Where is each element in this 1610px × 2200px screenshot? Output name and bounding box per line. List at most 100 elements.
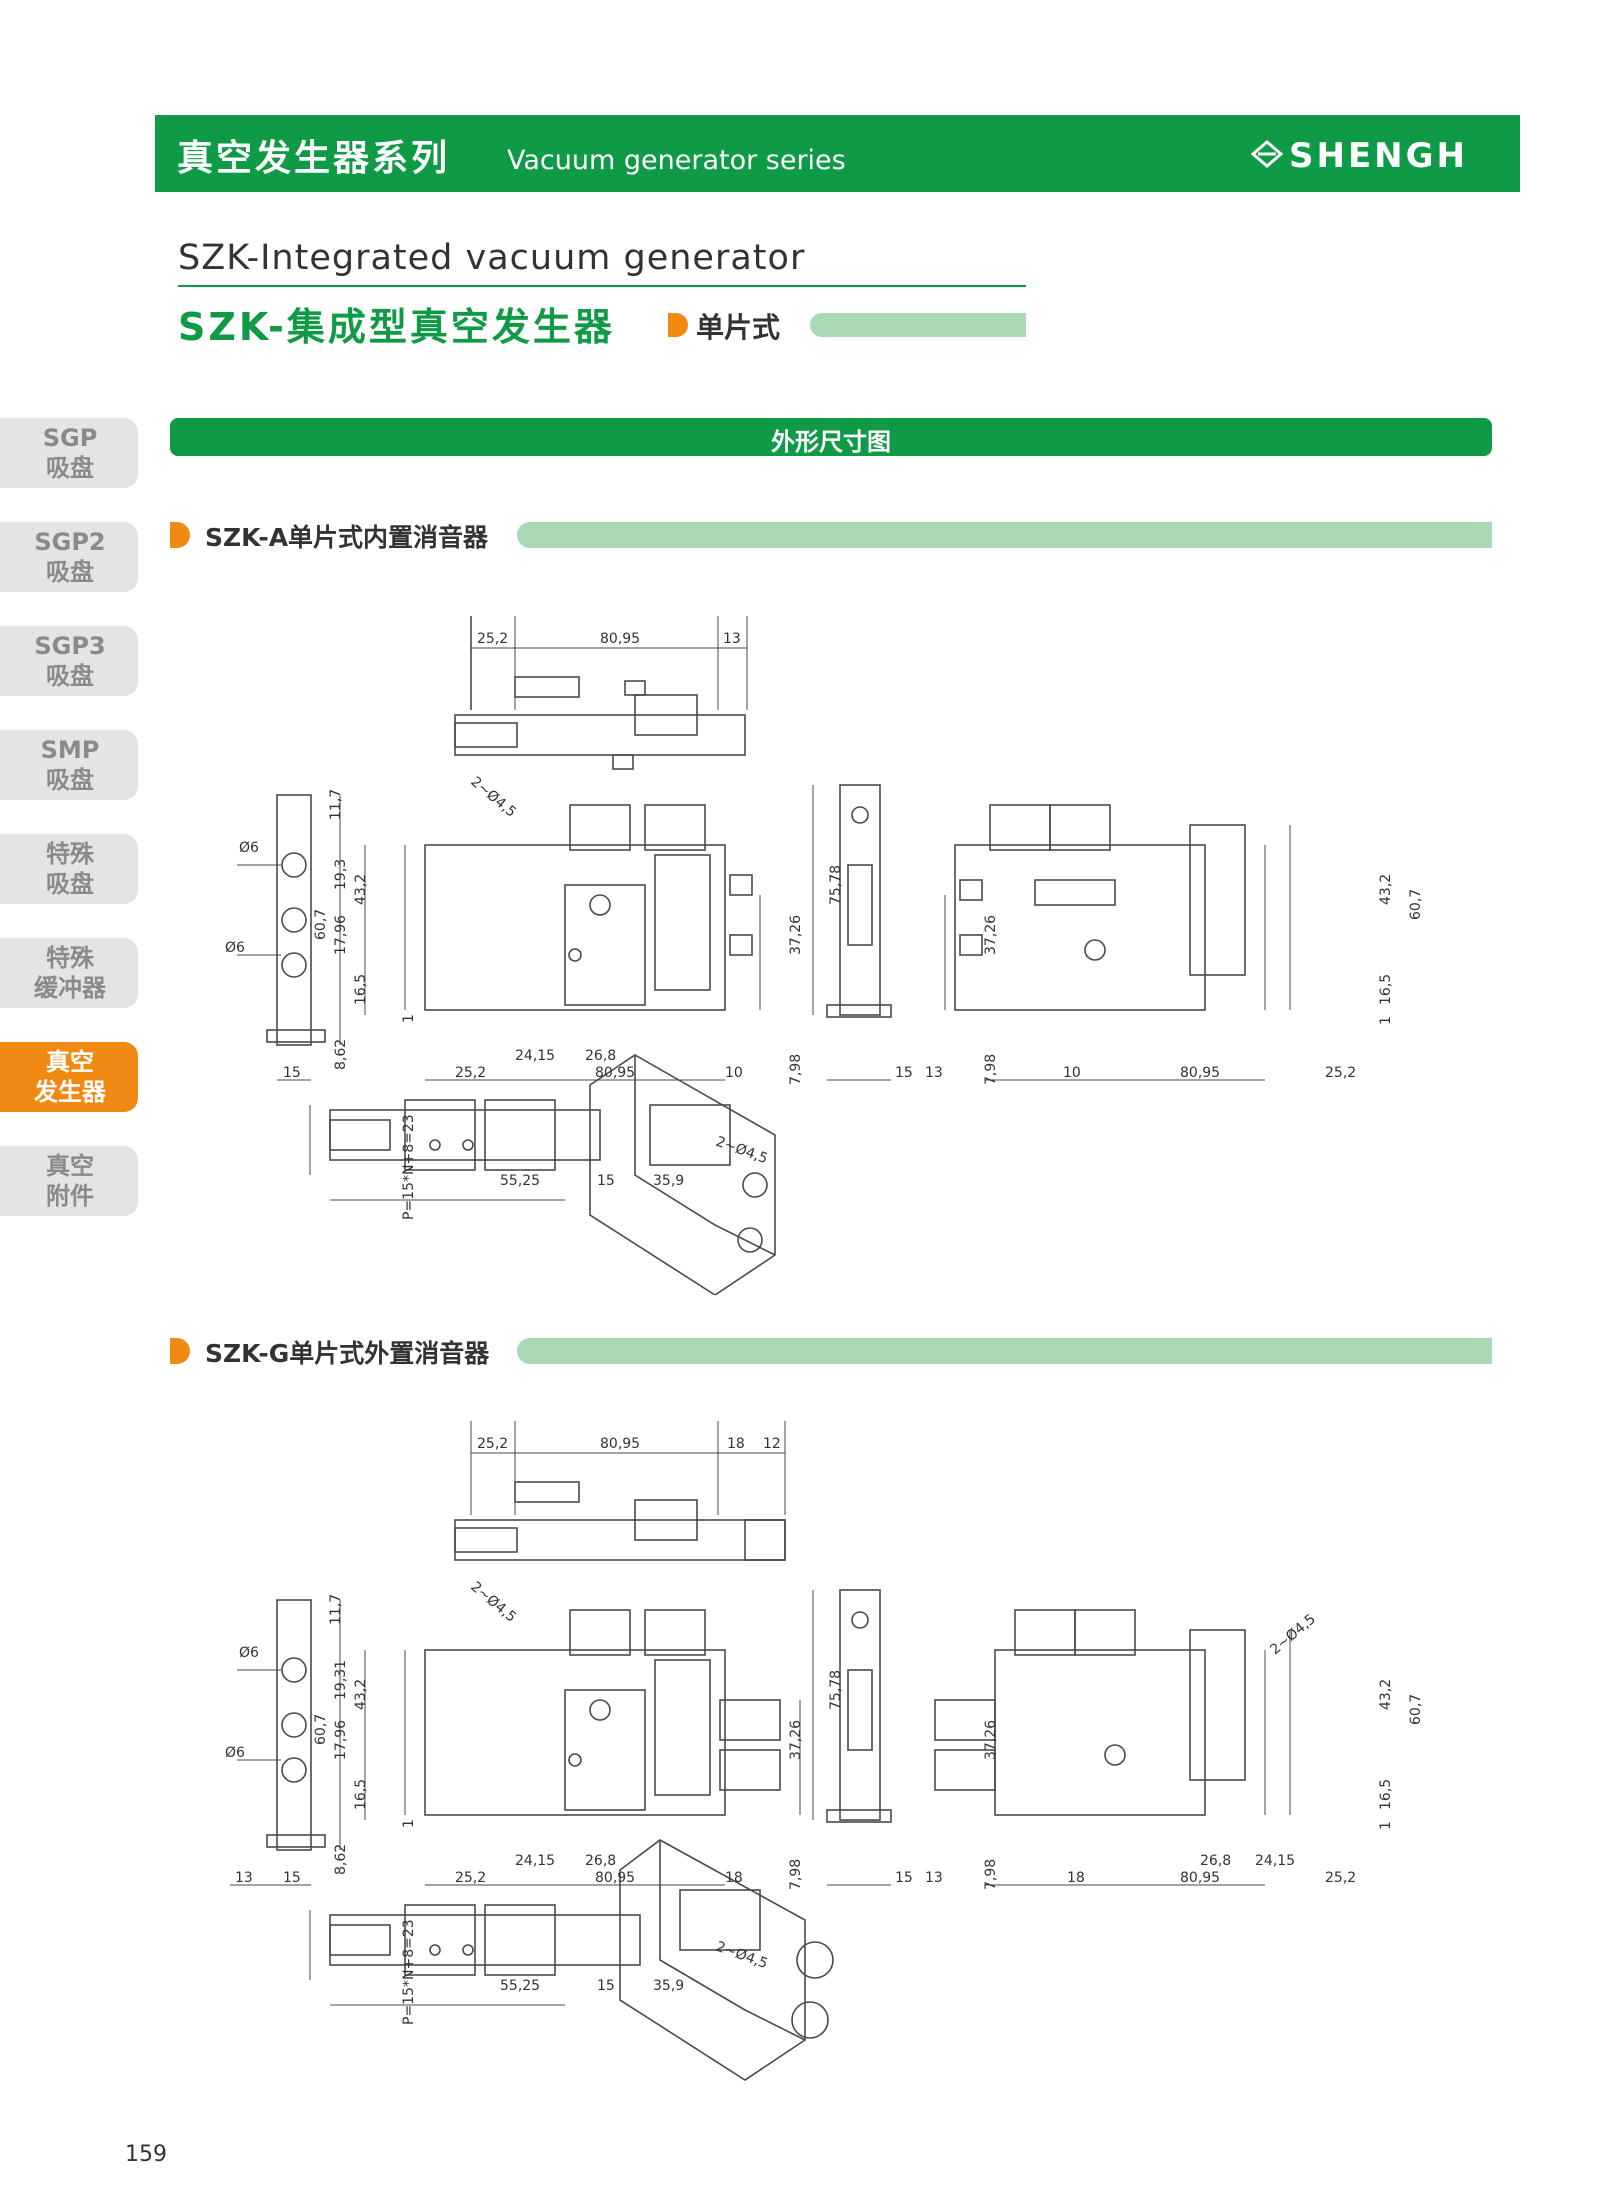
shengh-logo: SHENGH	[1250, 136, 1468, 173]
dim-label: 25,2	[1325, 1870, 1356, 1886]
subsection-g-bar	[517, 1338, 1492, 1364]
dim-label: Ø6	[225, 1745, 245, 1761]
dim-label: 80,95	[595, 1065, 635, 1081]
dim-label: 17,96	[333, 1720, 349, 1760]
dim-label: 15	[895, 1065, 913, 1081]
side-nav-line1: 特殊	[46, 944, 94, 972]
subsection-a-marker	[170, 522, 190, 548]
side-nav-line2: 缓冲器	[34, 974, 106, 1002]
dim-label: 60,7	[313, 1714, 329, 1745]
product-title-cn: SZK-集成型真空发生器	[178, 305, 615, 349]
dim-label: 75,78	[828, 1670, 844, 1710]
dim-label: 43,2	[353, 1679, 369, 1710]
section-band: 外形尺寸图	[170, 418, 1492, 456]
dim-label: 1	[401, 1014, 417, 1023]
dim-label: Ø6	[239, 1645, 259, 1661]
logo-text: SHENGH	[1289, 136, 1468, 173]
dim-label: 2~Ø4,5	[1267, 1611, 1319, 1658]
dim-label: 16,5	[1378, 1779, 1394, 1810]
side-nav-line2: 吸盘	[46, 662, 94, 690]
dim-label: 15	[895, 1870, 913, 1886]
dim-label: 13	[925, 1870, 943, 1886]
dim-label: 26,8	[585, 1853, 616, 1869]
header-title-en: Vacuum generator series	[507, 145, 846, 176]
product-title-en: SZK-Integrated vacuum generator	[178, 238, 806, 278]
dim-label: 35,9	[653, 1173, 684, 1189]
dim-label: 11,7	[328, 789, 344, 820]
page-number: 159	[125, 2142, 167, 2167]
dim-label: 10	[1063, 1065, 1081, 1081]
side-nav-line2: 吸盘	[46, 558, 94, 586]
dim-label: 18	[1067, 1870, 1085, 1886]
mode-bar	[810, 313, 1026, 337]
dim-label: 1	[1378, 1016, 1394, 1025]
dim-label: 16,5	[353, 1779, 369, 1810]
side-nav-line1: SGP2	[34, 528, 106, 556]
side-nav-line1: 特殊	[46, 840, 94, 868]
dim-label: 25,2	[455, 1870, 486, 1886]
dim-label: 25,2	[477, 1436, 508, 1452]
dim-label: 10	[725, 1065, 743, 1081]
side-nav-line2: 附件	[46, 1182, 94, 1210]
side-nav-line1: SGP	[42, 424, 98, 452]
side-nav-line2: 吸盘	[46, 766, 94, 794]
dim-label: 24,15	[515, 1048, 555, 1064]
side-nav-line2: 吸盘	[46, 454, 94, 482]
dim-label: 26,8	[585, 1048, 616, 1064]
dim-label: 37,26	[983, 915, 999, 955]
dim-label: 55,25	[500, 1173, 540, 1189]
dim-label: 43,2	[353, 874, 369, 905]
dim-label: 19,3	[333, 859, 349, 890]
side-nav-sgp[interactable]: SGP 吸盘	[0, 418, 138, 488]
side-nav-line1: SMP	[40, 736, 100, 764]
dim-label: 80,95	[600, 1436, 640, 1452]
side-nav-special-suction[interactable]: 特殊 吸盘	[0, 834, 138, 904]
dim-label: 2~Ø4,5	[467, 1579, 519, 1626]
side-nav-vacuum-accessories[interactable]: 真空 附件	[0, 1146, 138, 1216]
drawing-szk-g: 25,2 80,95 18 12 11,7 43,2 19,31 60,7 17…	[225, 1421, 1424, 2081]
dim-label: 37,26	[788, 915, 804, 955]
dim-label: 18	[725, 1870, 743, 1886]
dim-label: 11,7	[328, 1594, 344, 1625]
dim-label: 17,96	[333, 915, 349, 955]
dim-label: 16,5	[1378, 974, 1394, 1005]
dim-label: 7,98	[983, 1054, 999, 1085]
dim-label: 75,78	[828, 865, 844, 905]
dim-label: 26,8	[1200, 1853, 1231, 1869]
dim-label: 80,95	[600, 631, 640, 647]
dim-label: 25,2	[1325, 1065, 1356, 1081]
side-nav-sgp2[interactable]: SGP2 吸盘	[0, 522, 138, 592]
dim-label: 18	[727, 1436, 745, 1452]
dim-label: 7,98	[788, 1859, 804, 1890]
subsection-a-heading: SZK-A单片式内置消音器	[205, 523, 489, 552]
section-title: 外形尺寸图	[771, 428, 891, 456]
dim-label: Ø6	[225, 940, 245, 956]
side-nav-vacuum-generator[interactable]: 真空 发生器	[0, 1042, 138, 1112]
side-nav-line2: 发生器	[34, 1078, 106, 1106]
dim-label: 25,2	[477, 631, 508, 647]
dim-label: 60,7	[1408, 889, 1424, 920]
dim-label: 80,95	[1180, 1870, 1220, 1886]
dim-label: 37,26	[983, 1720, 999, 1760]
dim-label: 8,62	[333, 1039, 349, 1070]
dim-label: P=15*N+8=23	[401, 1114, 417, 1220]
mode-label: 单片式	[696, 311, 781, 344]
dim-label: 16,5	[353, 974, 369, 1005]
side-nav-sgp3[interactable]: SGP3 吸盘	[0, 626, 138, 696]
side-nav-line1: SGP3	[34, 632, 106, 660]
subsection-a-bar	[517, 522, 1492, 548]
dim-label: 15	[283, 1870, 301, 1886]
dim-label: 25,2	[455, 1065, 486, 1081]
dim-label: 15	[597, 1173, 615, 1189]
side-nav-smp[interactable]: SMP 吸盘	[0, 730, 138, 800]
dim-label: 35,9	[653, 1978, 684, 1994]
subsection-g-heading: SZK-G单片式外置消音器	[205, 1339, 490, 1368]
dim-label: 55,25	[500, 1978, 540, 1994]
dim-label: 80,95	[595, 1870, 635, 1886]
dim-label: 15	[597, 1978, 615, 1994]
dim-label: 43,2	[1378, 874, 1394, 905]
subsection-g-marker	[170, 1338, 190, 1364]
dim-label: 80,95	[1180, 1065, 1220, 1081]
side-nav-special-buffer[interactable]: 特殊 缓冲器	[0, 938, 138, 1008]
side-nav-line2: 吸盘	[46, 870, 94, 898]
